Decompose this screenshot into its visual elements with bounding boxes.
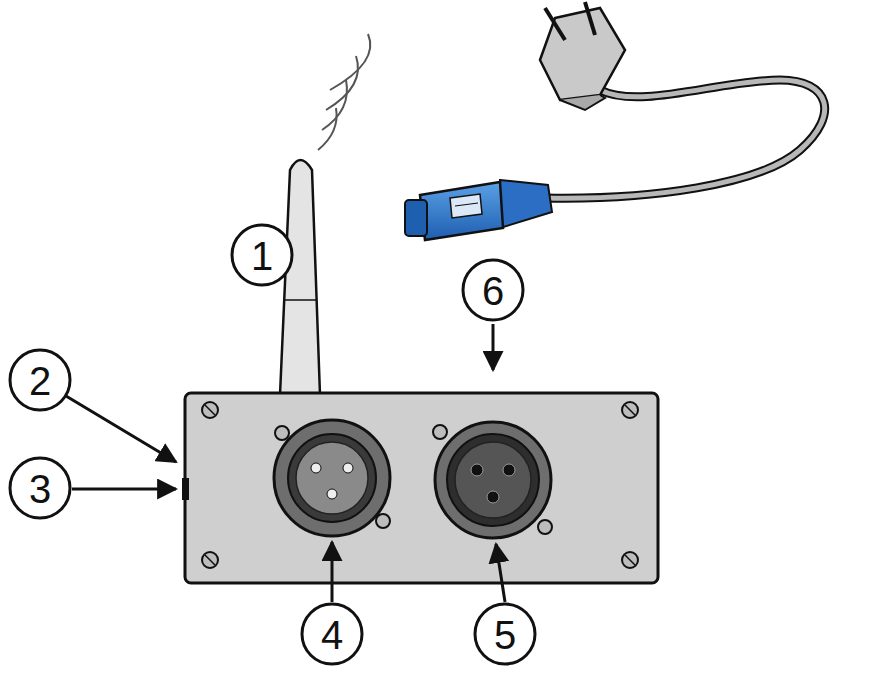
callout-number: 3 <box>29 469 51 509</box>
xlr-male-input <box>274 420 390 536</box>
leader-arrows <box>66 324 505 602</box>
housing-screws <box>202 402 638 568</box>
xlr-female-output <box>433 422 552 538</box>
side-button <box>182 478 189 500</box>
callout-circles <box>10 225 535 664</box>
housing <box>185 393 658 583</box>
antenna <box>280 160 320 395</box>
radio-waves <box>318 34 370 150</box>
callout-number: 5 <box>494 615 516 655</box>
power-cable <box>405 2 825 240</box>
callout-number: 4 <box>321 615 343 655</box>
callout-number: 1 <box>251 236 273 276</box>
callout-number: 6 <box>482 271 504 311</box>
callout-number: 2 <box>29 361 51 401</box>
